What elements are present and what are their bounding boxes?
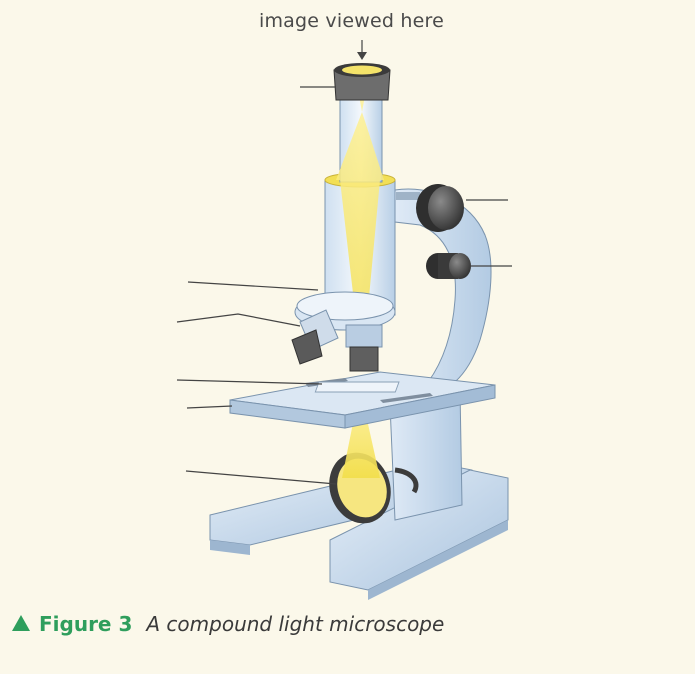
top-arrow-head xyxy=(357,52,367,60)
figure-number: Figure 3 xyxy=(39,612,133,636)
objective-leader-line xyxy=(176,313,301,327)
figure-caption: Figure 3 A compound light microscope xyxy=(12,612,444,636)
light-beam-upper xyxy=(336,68,384,372)
objective-lens xyxy=(345,324,383,372)
nosepiece-leader-line xyxy=(187,281,319,291)
slide-leader-line xyxy=(176,379,323,385)
leader-lines xyxy=(176,40,512,485)
slide xyxy=(314,381,400,393)
caption-text: A compound light microscope xyxy=(146,612,445,636)
fine-focus-knob xyxy=(426,253,471,279)
stage-leader-line xyxy=(186,405,233,409)
caption-triangle-icon xyxy=(12,615,30,631)
stage xyxy=(229,371,496,429)
objective-lens-side xyxy=(291,309,339,365)
light-beam-lower xyxy=(342,388,380,478)
coarse-focus-knob xyxy=(396,184,464,232)
eyepiece xyxy=(333,63,391,101)
mirror-leader-line xyxy=(185,470,337,485)
top-label: image viewed here xyxy=(259,10,444,32)
